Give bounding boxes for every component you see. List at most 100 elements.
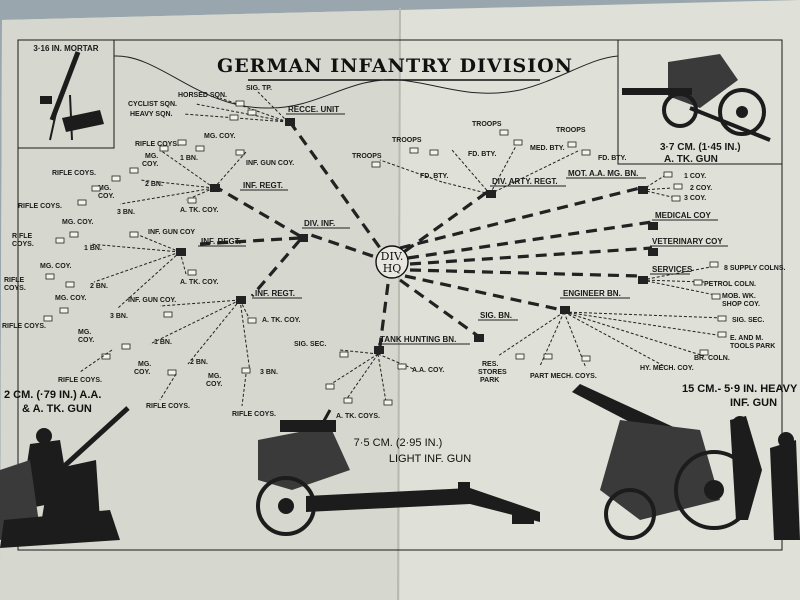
svg-text:RIFLE: RIFLE [4, 277, 25, 284]
svg-text:MG.: MG. [208, 373, 221, 380]
svg-text:2 BN.: 2 BN. [190, 359, 208, 366]
svg-text:MED. BTY.: MED. BTY. [530, 145, 565, 152]
svg-text:MG. COY.: MG. COY. [62, 219, 94, 226]
svg-text:RES.: RES. [482, 361, 498, 368]
light-inf-gun-illustration [256, 409, 540, 536]
svg-text:SHOP COY.: SHOP COY. [722, 301, 760, 308]
svg-text:MG.: MG. [98, 185, 111, 192]
svg-text:COY.: COY. [134, 369, 150, 376]
svg-text:A. TK. COY.: A. TK. COY. [262, 317, 301, 324]
svg-text:RIFLE COYS.: RIFLE COYS. [232, 411, 276, 418]
svg-text:RIFLE COYS.: RIFLE COYS. [2, 323, 46, 330]
svg-text:SIG. TP.: SIG. TP. [246, 85, 272, 92]
svg-text:HY. MECH. COY.: HY. MECH. COY. [640, 365, 694, 372]
svg-text:2 COY.: 2 COY. [690, 185, 712, 192]
svg-text:RECCE. UNIT: RECCE. UNIT [288, 105, 339, 114]
svg-text:FD. BTY.: FD. BTY. [420, 173, 448, 180]
light-gun-label-1: 7·5 CM. (2·95 IN.) [354, 437, 443, 449]
svg-text:2 BN.: 2 BN. [145, 181, 163, 188]
div-hq-circle [375, 245, 409, 279]
svg-text:3 BN.: 3 BN. [117, 209, 135, 216]
svg-text:INF. GUN COY.: INF. GUN COY. [246, 160, 294, 167]
chart-border [17, 39, 783, 551]
svg-text:COY.: COY. [206, 381, 222, 388]
at-gun-box [617, 39, 783, 165]
unit-medical: MEDICAL COY [648, 211, 718, 230]
unit-inf-regt-3: INF. REGT. [236, 289, 302, 304]
svg-text:TANK HUNTING BN.: TANK HUNTING BN. [380, 335, 456, 344]
svg-text:TROOPS: TROOPS [472, 121, 502, 128]
svg-text:INF. REGT.: INF. REGT. [243, 181, 283, 190]
at-gun-label-2: A. TK. GUN [664, 154, 718, 165]
engineer-subunits: SIG. SEC. E. AND M. TOOLS PARK BR. COLN.… [478, 311, 775, 384]
svg-text:ENGINEER BN.: ENGINEER BN. [563, 289, 621, 298]
svg-text:RIFLE COYS.: RIFLE COYS. [146, 403, 190, 410]
arty-subunits: TROOPS TROOPS TROOPS TROOPS FD. BTY. FD.… [352, 121, 626, 195]
svg-text:RIFLE: RIFLE [12, 233, 33, 240]
svg-text:RIFLE COYS.: RIFLE COYS. [18, 203, 62, 210]
svg-text:MEDICAL COY: MEDICAL COY [655, 211, 712, 220]
aa-gun-label-2: & A. TK. GUN [22, 403, 92, 415]
svg-text:FD. BTY.: FD. BTY. [468, 151, 496, 158]
svg-text:TROOPS: TROOPS [352, 153, 382, 160]
svg-text:RIFLE COYS.: RIFLE COYS. [58, 377, 102, 384]
at-gun-illustration [622, 54, 771, 142]
svg-text:2 BN.: 2 BN. [90, 283, 108, 290]
inf-regt-3-subunits: INF. GUN COY. A. TK. COY. MG. COY. 1 BN.… [58, 297, 301, 418]
svg-text:TROOPS: TROOPS [556, 127, 586, 134]
svg-text:TOOLS PARK: TOOLS PARK [730, 343, 775, 350]
svg-text:DIV. ARTY. REGT.: DIV. ARTY. REGT. [492, 177, 558, 186]
svg-text:SIG. BN.: SIG. BN. [480, 311, 512, 320]
unit-recce: RECCE. UNIT [285, 105, 345, 126]
main-links [199, 121, 653, 347]
svg-text:SIG. SEC.: SIG. SEC. [294, 341, 326, 348]
svg-text:HORSED SQN.: HORSED SQN. [178, 92, 227, 99]
svg-text:PETROL COLN.: PETROL COLN. [704, 281, 756, 288]
svg-text:COYS.: COYS. [12, 241, 34, 248]
inf-regt-1-subunits: RIFLE COYS. MG. COY. 1 BN. INF. GUN COY.… [18, 133, 294, 216]
svg-text:MG. COY.: MG. COY. [40, 263, 72, 270]
svg-text:MG.: MG. [145, 153, 158, 160]
aa-gun-illustration [0, 406, 130, 548]
unit-sig-bn: SIG. BN. [474, 311, 518, 342]
svg-text:COYS.: COYS. [4, 285, 26, 292]
svg-text:A. TK. COY.: A. TK. COY. [180, 279, 219, 286]
svg-text:FD. BTY.: FD. BTY. [598, 155, 626, 162]
svg-text:A. TK. COY.: A. TK. COY. [180, 207, 219, 214]
svg-text:INF. REGT.: INF. REGT. [201, 237, 241, 246]
svg-text:MOB. WK.: MOB. WK. [722, 293, 756, 300]
at-gun-label-1: 3·7 CM. (1·45 IN.) [660, 142, 741, 153]
svg-text:MG.: MG. [78, 329, 91, 336]
svg-text:A.A. COY.: A.A. COY. [412, 367, 444, 374]
heavy-gun-label-1: 15 CM.- 5·9 IN. HEAVY [682, 383, 798, 395]
svg-text:INF. GUN COY.: INF. GUN COY. [128, 297, 176, 304]
svg-text:TROOPS: TROOPS [392, 137, 422, 144]
svg-text:8 SUPPLY COLNS.: 8 SUPPLY COLNS. [724, 265, 786, 272]
svg-text:3 BN.: 3 BN. [110, 313, 128, 320]
svg-text:A. TK. COYS.: A. TK. COYS. [336, 413, 380, 420]
mortar-illustration [40, 51, 104, 141]
svg-text:COY.: COY. [98, 193, 114, 200]
services-subunits: 8 SUPPLY COLNS. PETROL COLN. MOB. WK. SH… [641, 261, 786, 308]
inf-regt-2-subunits: INF. GUN COY MG. COY. RIFLE COYS. 1 BN. … [2, 219, 219, 330]
svg-text:SERVICES: SERVICES [652, 265, 693, 274]
svg-text:INF. REGT.: INF. REGT. [255, 289, 295, 298]
svg-text:E. AND M.: E. AND M. [730, 335, 763, 342]
svg-text:BR. COLN.: BR. COLN. [694, 355, 730, 362]
svg-text:MG. COY.: MG. COY. [55, 295, 87, 302]
tank-hunting-subunits: SIG. SEC. A.A. COY. A. TK. COYS. [294, 341, 444, 420]
svg-text:SIG. SEC.: SIG. SEC. [732, 317, 764, 324]
svg-text:1 COY.: 1 COY. [684, 173, 706, 180]
svg-text:VETERINARY COY: VETERINARY COY [652, 237, 723, 246]
svg-text:1 BN.: 1 BN. [84, 245, 102, 252]
unit-veterinary: VETERINARY COY [648, 237, 728, 256]
unit-engineer: ENGINEER BN. [560, 289, 630, 314]
horizon-line [113, 55, 619, 109]
svg-text:MG. COY.: MG. COY. [204, 133, 236, 140]
mortar-box [17, 39, 115, 149]
svg-text:MG.: MG. [138, 361, 151, 368]
svg-text:3 COY.: 3 COY. [684, 195, 706, 202]
hq-label-1: DIV. [381, 250, 404, 263]
